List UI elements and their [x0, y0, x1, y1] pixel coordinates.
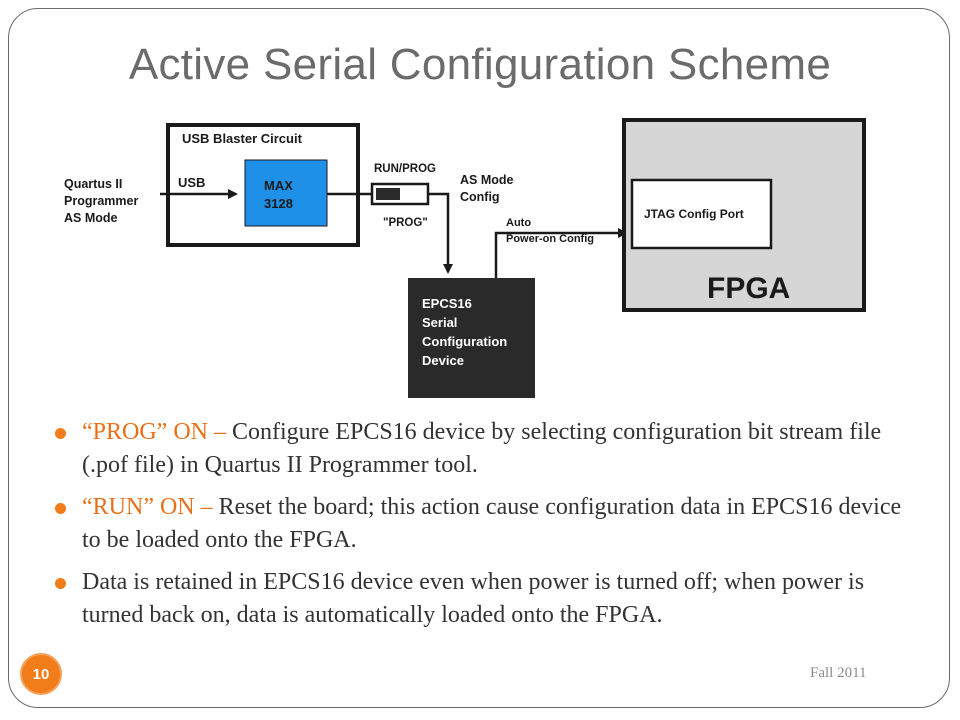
slide-title: Active Serial Configuration Scheme — [128, 40, 832, 89]
slide-number-badge: 10 — [20, 653, 62, 695]
programmer-label-line-1: Quartus II — [64, 177, 122, 191]
bullet-highlight: “PROG” ON – — [82, 419, 226, 445]
auto-config-label-line-2: Power-on Config — [506, 233, 594, 245]
footer-date: Fall 2011 — [810, 665, 867, 681]
programmer-label-line-2: Programmer — [64, 194, 138, 208]
jtag-label: JTAG Config Port — [644, 207, 744, 221]
max-chip — [244, 159, 328, 227]
bullet-dot — [55, 428, 66, 439]
usb-blaster-title: USB Blaster Circuit — [182, 131, 303, 146]
bullet-item: “PROG” ON – Configure EPCS16 device by s… — [52, 416, 912, 482]
max-chip-label-line-1: MAX — [264, 178, 293, 193]
programmer-label-line-3: AS Mode — [64, 211, 118, 225]
epcs-label-line-4: Device — [422, 353, 464, 368]
jtag-config-port — [630, 178, 773, 250]
epcs-label-line-3: Configuration — [422, 334, 507, 349]
epcs-to-fpga-arrow — [494, 228, 628, 278]
epcs-label-line-2: Serial — [422, 315, 457, 330]
auto-config-label-line-1: Auto — [506, 217, 531, 229]
epcs-label-line-1: EPCS16 — [422, 296, 472, 311]
epcs16-device — [408, 278, 535, 398]
max-chip-label-line-2: 3128 — [264, 196, 293, 211]
switch-knob — [376, 188, 400, 200]
bullet-list: “PROG” ON – Configure EPCS16 device by s… — [52, 416, 912, 641]
fpga-label: FPGA — [707, 272, 790, 305]
switch-to-epcs-arrow — [428, 192, 453, 274]
bullet-highlight: “RUN” ON – — [82, 494, 213, 520]
bullet-dot — [55, 578, 66, 589]
bullet-item: Data is retained in EPCS16 device even w… — [52, 566, 912, 632]
as-mode-label-line-1: AS Mode — [460, 173, 514, 187]
bullet-text: Data is retained in EPCS16 device even w… — [82, 569, 865, 628]
bullet-text: Configure EPCS16 device by selecting con… — [82, 419, 882, 478]
bullet-dot — [55, 503, 66, 514]
switch-bottom-label: "PROG" — [383, 217, 428, 229]
bullet-text: Reset the board; this action cause confi… — [82, 494, 902, 553]
as-mode-label-line-2: Config — [460, 190, 500, 204]
switch-top-label: RUN/PROG — [374, 163, 436, 175]
bullet-item: “RUN” ON – Reset the board; this action … — [52, 491, 912, 557]
usb-label: USB — [178, 175, 205, 190]
